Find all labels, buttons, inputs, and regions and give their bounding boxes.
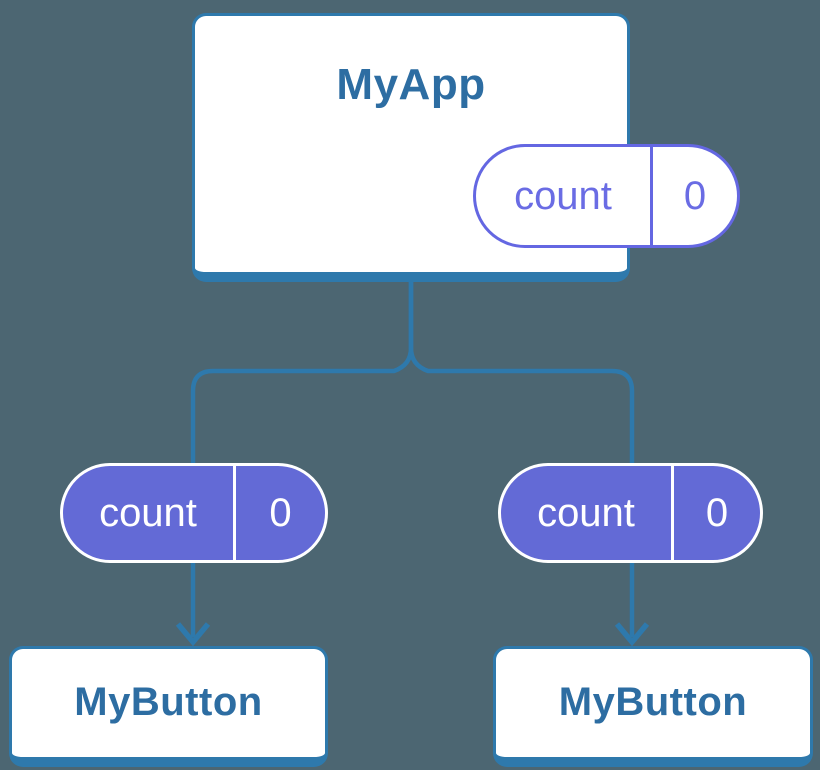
connector-left-branch	[190, 270, 414, 637]
state-name: count	[514, 173, 612, 218]
state-pill-child-left: count 0	[60, 463, 328, 563]
state-pill-child-right: count 0	[498, 463, 763, 563]
state-name: count	[537, 490, 635, 535]
component-card-mybutton-left: MyButton	[9, 646, 328, 767]
state-name: count	[99, 490, 197, 535]
arrow-down-icon-right	[614, 622, 650, 647]
state-value: 0	[671, 466, 760, 560]
component-title: MyButton	[558, 680, 748, 724]
component-title: MyButton	[74, 680, 263, 724]
state-pill-root: count 0	[473, 144, 740, 248]
connector-right-branch	[408, 270, 635, 637]
component-card-mybutton-right: MyButton	[493, 646, 813, 767]
arrow-down-icon-left	[175, 622, 211, 647]
state-value: 0	[650, 147, 737, 245]
component-card-myapp: MyApp count 0	[192, 13, 740, 282]
component-title: MyApp	[336, 60, 486, 109]
state-value: 0	[233, 466, 325, 560]
